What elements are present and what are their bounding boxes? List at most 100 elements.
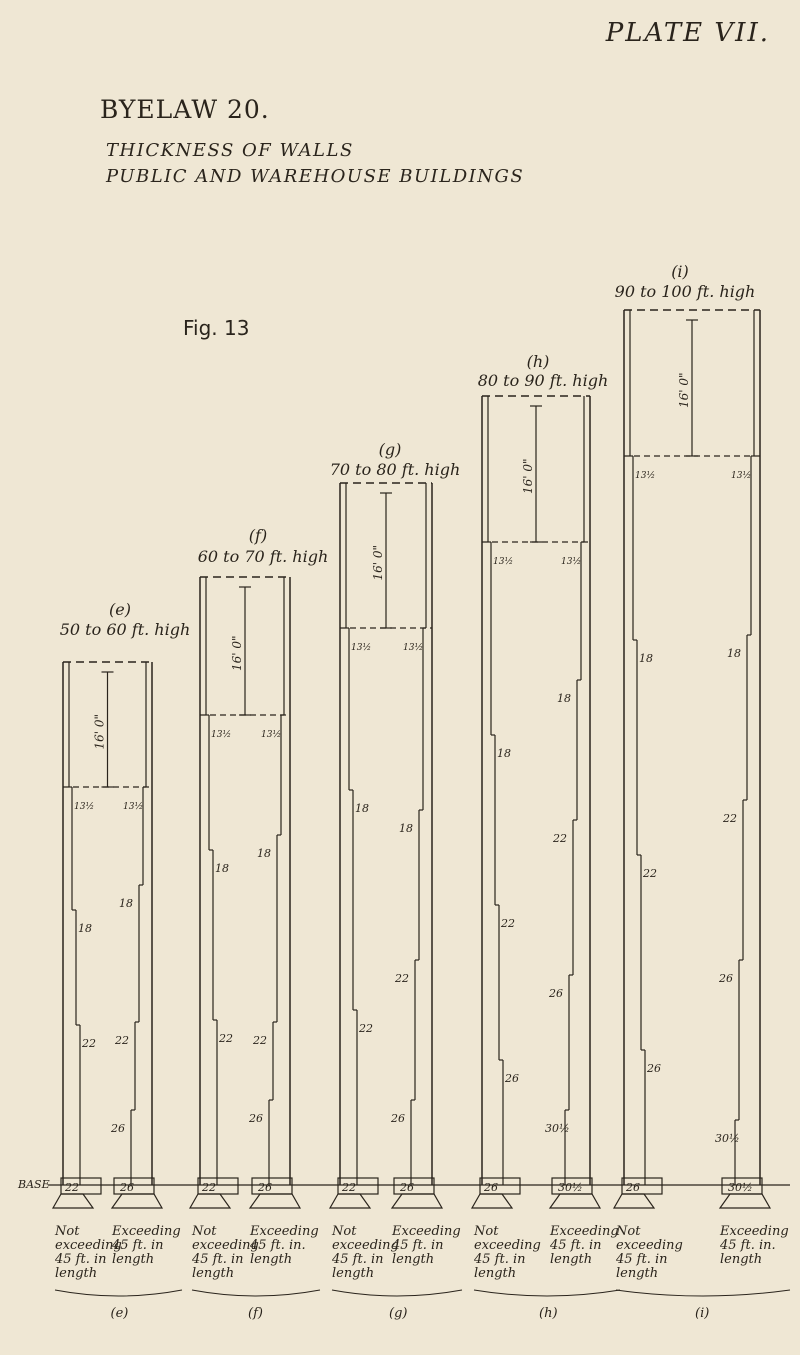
wall-thickness-l-3-i: 26 [646, 1062, 661, 1075]
wall-thickness-r-3-i: 26 [718, 972, 733, 985]
footer-brace-e [54, 1289, 183, 1297]
base-value-right-i: 30½ [728, 1181, 753, 1194]
diagram-letter-h: (h) [526, 352, 550, 371]
wall-thickness-r-3-h: 26 [548, 987, 563, 1000]
footing-left-h [470, 1193, 514, 1209]
wall-thickness-l-0-f: 13½ [211, 729, 231, 740]
subtitle-line-2: PUBLIC AND WAREHOUSE BUILDINGS [106, 166, 525, 187]
wall-thickness-r-0-e: 13½ [123, 801, 143, 812]
wall-thickness-r-3-g: 26 [390, 1112, 405, 1125]
wall-thickness-l-0-g: 13½ [351, 642, 371, 653]
diagram-height-label-h: 80 to 90 ft. high [477, 371, 609, 390]
wall-thickness-r-0-h: 13½ [561, 556, 581, 567]
base-value-left-e: 22 [64, 1181, 79, 1194]
diagram-letter-g: (g) [378, 440, 402, 459]
dimension-text-i: 16' 0" [677, 372, 691, 408]
wall-thickness-l-1-i: 18 [639, 652, 653, 665]
footing-left-f [188, 1193, 232, 1209]
footer-not-g: Not exceeding 45 ft. in length [332, 1224, 399, 1281]
wall-thickness-l-2-f: 22 [218, 1032, 233, 1045]
figure-label: Fig. 13 [183, 316, 250, 340]
wall-thickness-l-3-h: 26 [504, 1072, 519, 1085]
footer-letter-g: (g) [389, 1306, 408, 1321]
base-value-right-e: 26 [119, 1181, 134, 1194]
footing-left-e [51, 1193, 95, 1209]
wall-thickness-l-0-i: 13½ [635, 470, 655, 481]
wall-thickness-l-2-h: 22 [500, 917, 515, 930]
base-value-left-f: 22 [201, 1181, 216, 1194]
dimension-text-e: 16' 0" [93, 714, 107, 750]
footer-brace-i [615, 1289, 791, 1297]
footer-letter-h: (h) [539, 1306, 558, 1321]
footing-right-f [248, 1193, 302, 1209]
footer-letter-i: (i) [695, 1306, 710, 1321]
wall-thickness-l-1-e: 18 [78, 922, 92, 935]
wall-thickness-r-1-i: 18 [727, 647, 741, 660]
footer-not-f: Not exceeding 45 ft. in length [192, 1224, 259, 1281]
wall-thickness-l-0-e: 13½ [74, 801, 94, 812]
wall-thickness-l-0-h: 13½ [493, 556, 513, 567]
footer-letter-e: (e) [110, 1306, 129, 1321]
wall-thickness-r-0-g: 13½ [403, 642, 423, 653]
base-value-left-h: 26 [483, 1181, 498, 1194]
base-value-right-f: 26 [257, 1181, 272, 1194]
footer-exceeding-e: Exceeding 45 ft. in length [112, 1224, 181, 1267]
wall-thickness-r-1-e: 18 [119, 897, 133, 910]
footer-not-i: Not exceeding 45 ft. in length [616, 1224, 683, 1281]
wall-thickness-l-1-h: 18 [497, 747, 511, 760]
wall-thickness-l-2-i: 22 [642, 867, 657, 880]
wall-thickness-r-4-h: 30½ [545, 1122, 570, 1135]
diagram-letter-f: (f) [248, 526, 268, 545]
footing-right-g [390, 1193, 444, 1209]
footer-brace-g [331, 1289, 463, 1297]
diagram-height-label-e: 50 to 60 ft. high [59, 620, 191, 639]
base-value-right-g: 26 [399, 1181, 414, 1194]
wall-thickness-r-3-f: 26 [248, 1112, 263, 1125]
base-label: BASE [17, 1178, 50, 1191]
footer-exceeding-i: Exceeding 45 ft. in. length [720, 1224, 789, 1267]
wall-thickness-r-0-i: 13½ [731, 470, 751, 481]
diagram-height-label-i: 90 to 100 ft. high [614, 282, 756, 301]
wall-thickness-r-4-i: 30½ [715, 1132, 740, 1145]
wall-thickness-l-2-g: 22 [358, 1022, 373, 1035]
footing-left-g [328, 1193, 372, 1209]
wall-thickness-r-2-i: 22 [722, 812, 737, 825]
diagram-height-label-g: 70 to 80 ft. high [329, 460, 461, 479]
wall-thickness-r-3-e: 26 [110, 1122, 125, 1135]
base-value-left-g: 22 [341, 1181, 356, 1194]
footing-right-i [718, 1193, 772, 1209]
wall-thickness-r-1-g: 18 [399, 822, 413, 835]
diagram-letter-i: (i) [671, 262, 689, 281]
footer-not-h: Not exceeding 45 ft. in length [474, 1224, 541, 1281]
wall-thickness-r-1-h: 18 [557, 692, 571, 705]
wall-thickness-r-2-g: 22 [394, 972, 409, 985]
wall-thickness-l-1-f: 18 [215, 862, 229, 875]
dimension-text-f: 16' 0" [230, 635, 244, 671]
footer-letter-f: (f) [248, 1306, 263, 1321]
footer-exceeding-h: Exceeding 45 ft. in length [550, 1224, 619, 1267]
diagram-letter-e: (e) [109, 600, 131, 619]
subtitle-line-1: THICKNESS OF WALLS [106, 140, 354, 161]
wall-thickness-r-2-f: 22 [252, 1034, 267, 1047]
footing-left-i [612, 1193, 656, 1209]
base-value-left-i: 26 [625, 1181, 640, 1194]
footer-exceeding-g: Exceeding 45 ft. in length [392, 1224, 461, 1267]
base-value-right-h: 30½ [558, 1181, 583, 1194]
wall-thickness-r-2-e: 22 [114, 1034, 129, 1047]
footer-brace-h [473, 1289, 621, 1297]
dimension-text-h: 16' 0" [521, 458, 535, 494]
footer-not-e: Not exceeding 45 ft. in length [55, 1224, 122, 1281]
dimension-text-g: 16' 0" [371, 545, 385, 581]
footing-right-h [548, 1193, 602, 1209]
byelaw-title: BYELAW 20. [100, 95, 270, 124]
diagram-height-label-f: 60 to 70 ft. high [197, 547, 329, 566]
wall-thickness-r-2-h: 22 [552, 832, 567, 845]
wall-thickness-r-1-f: 18 [257, 847, 271, 860]
footer-brace-f [191, 1289, 321, 1297]
footing-right-e [110, 1193, 164, 1209]
wall-thickness-l-2-e: 22 [81, 1037, 96, 1050]
wall-thickness-l-1-g: 18 [355, 802, 369, 815]
wall-thickness-r-0-f: 13½ [261, 729, 281, 740]
footer-exceeding-f: Exceeding 45 ft. in. length [250, 1224, 319, 1267]
